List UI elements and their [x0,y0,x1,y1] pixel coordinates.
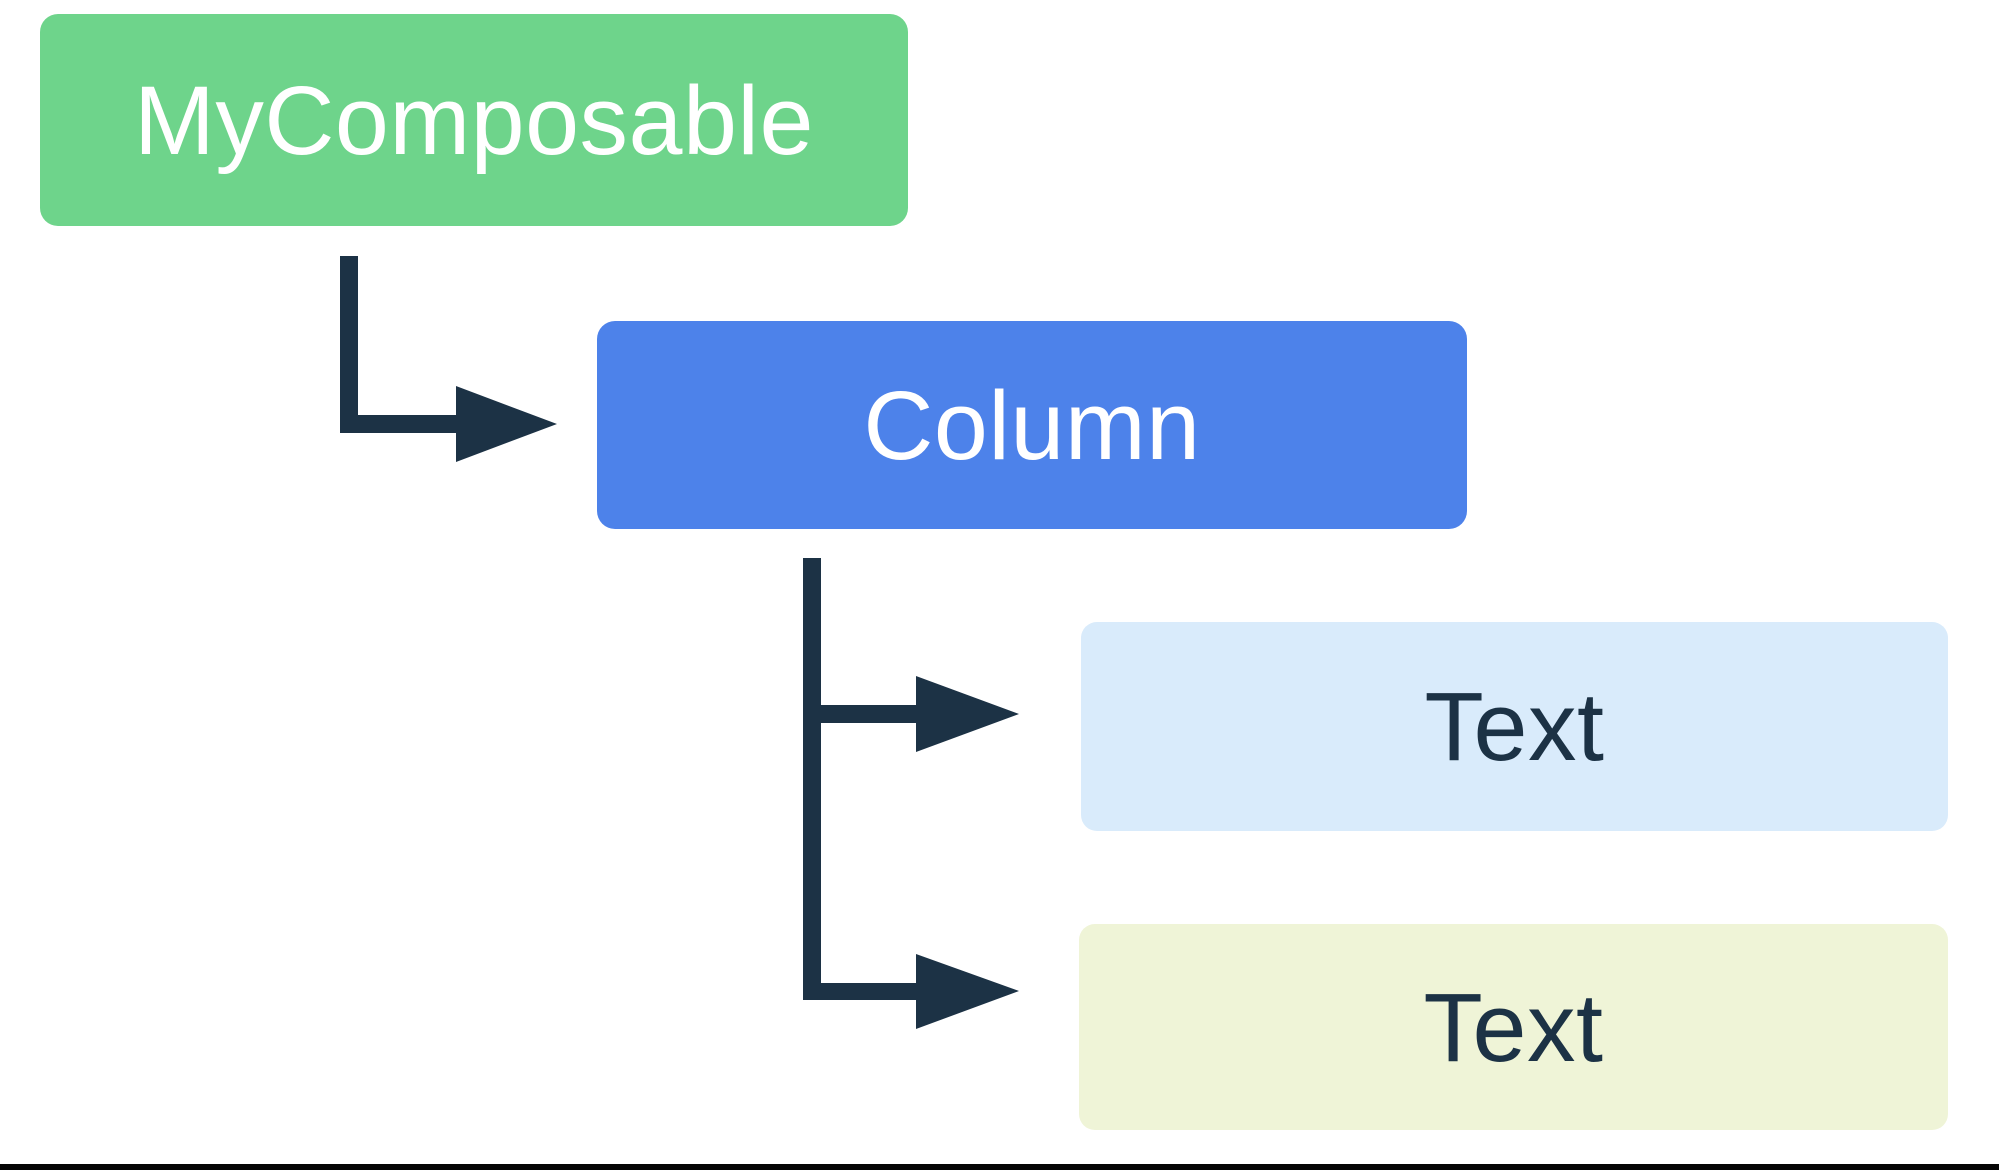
arrow1-horizontal-line [340,415,458,433]
node-text-second-label: Text [1423,972,1604,1082]
arrow1-vertical-line [340,256,358,433]
arrow-column-to-texts [803,558,1019,1029]
node-mycomposable-label: MyComposable [134,65,814,175]
node-text-second: Text [1079,924,1948,1130]
arrow2-branch2-line [803,983,918,1000]
arrow2-vertical-line [803,558,821,1000]
node-mycomposable: MyComposable [40,14,908,226]
arrow2-branch1-arrowhead-icon [916,676,1019,752]
node-text-first-label: Text [1424,672,1605,781]
node-column: Column [597,321,1467,529]
arrow-mycomposable-to-column [340,256,557,462]
arrow2-branch1-line [803,705,918,723]
bottom-edge-line [0,1164,1999,1170]
arrow1-arrowhead-icon [456,386,557,462]
node-column-label: Column [863,370,1201,480]
node-text-first: Text [1081,622,1948,831]
arrow2-branch2-arrowhead-icon [916,954,1019,1029]
